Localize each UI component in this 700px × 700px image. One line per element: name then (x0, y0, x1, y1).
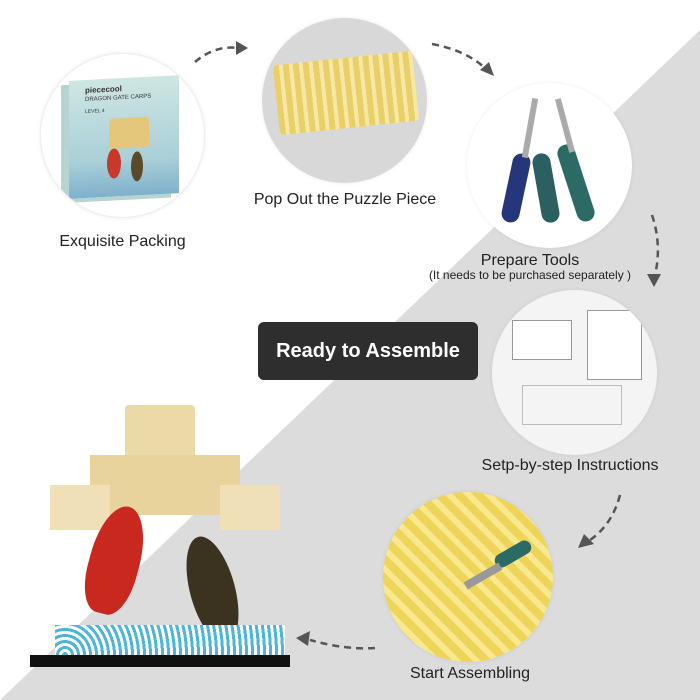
step-label-assembling: Start Assembling (409, 665, 531, 682)
puzzle-sheet-image (262, 18, 427, 183)
assembling-image (383, 492, 553, 662)
step-label-instructions: Setp-by-step Instructions (481, 457, 659, 474)
model-base (30, 655, 290, 667)
step-label-packing: Exquisite Packing (59, 233, 186, 250)
finished-model-image (30, 395, 295, 675)
packing-image: piececool DRAGON GATE CARPS LEVEL 4 (40, 53, 205, 218)
pliers-image (467, 83, 632, 248)
instructions-image (492, 290, 657, 455)
step-label-pop-out: Pop Out the Puzzle Piece (253, 191, 437, 208)
step-label-tools: Prepare Tools (480, 252, 580, 269)
ready-to-assemble-badge: Ready to Assemble (258, 322, 478, 380)
tools-note: (It needs to be purchased separately ) (428, 268, 632, 282)
